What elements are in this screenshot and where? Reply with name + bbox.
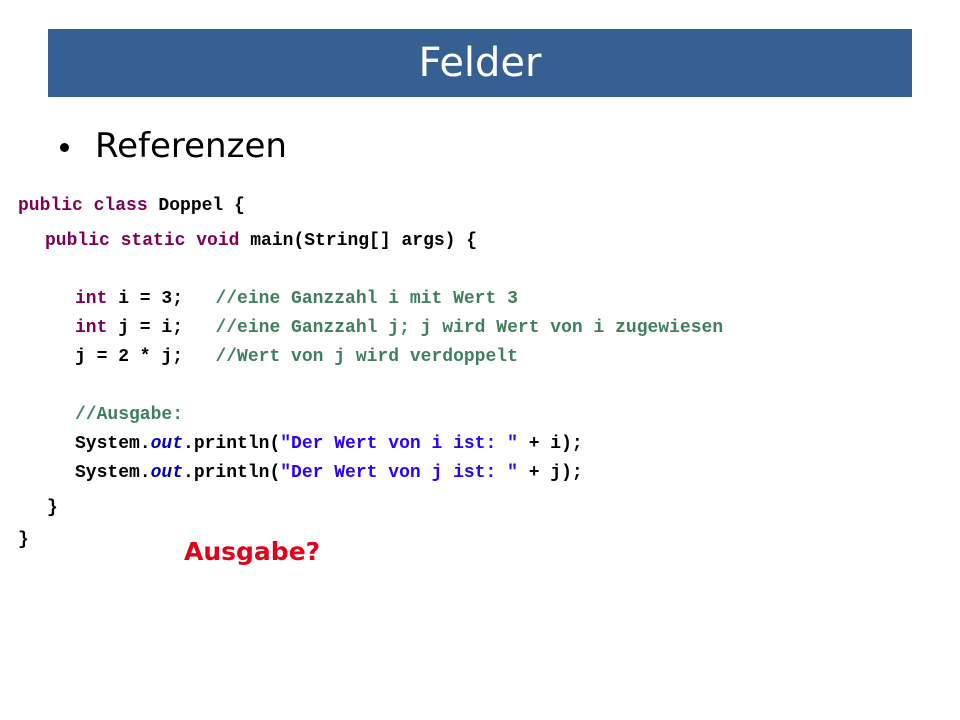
code-line-5: j = 2 * j; //Wert von j wird verdoppelt [75,343,518,372]
code-line-9: } [47,494,58,523]
code-line-6: //Ausgabe: [75,401,183,430]
code-text: System. [75,463,151,483]
code-comment: //eine Ganzzahl j; j wird Wert von i zug… [215,318,724,338]
code-line-2: public static void main(String[] args) { [45,227,477,256]
code-keyword: int [75,289,108,309]
code-brace: } [47,498,58,518]
code-field: out [150,434,184,454]
code-text: main(String[] args) { [239,231,478,251]
code-text: .println( [183,434,281,454]
title-bar: Felder [48,29,912,97]
code-brace: } [18,530,29,550]
code-line-10: } [18,526,29,555]
code-text: .println( [183,463,281,483]
code-line-7: System.out.println("Der Wert von i ist: … [75,430,583,459]
bullet-dot-icon [60,142,69,152]
code-keyword: int [75,318,108,338]
code-text: Doppel { [147,196,245,216]
code-line-4: int j = i; //eine Ganzzahl j; j wird Wer… [75,314,723,343]
code-string: "Der Wert von j ist: " [280,463,518,483]
bullet-text: Referenzen [95,126,287,166]
code-string: "Der Wert von i ist: " [280,434,518,454]
code-text: + i); [517,434,583,454]
code-line-3: int i = 3; //eine Ganzzahl i mit Wert 3 [75,285,518,314]
output-question: Ausgabe? [184,537,321,566]
code-text: j = 2 * j; [75,347,216,367]
code-text: System. [75,434,151,454]
code-text: i = 3; [107,289,216,309]
slide-title: Felder [418,40,542,86]
code-text: j = i; [107,318,216,338]
code-comment: //Wert von j wird verdoppelt [215,347,518,367]
code-keyword: public class [18,196,148,216]
code-keyword: public static void [45,231,240,251]
code-line-1: public class Doppel { [18,192,245,221]
code-field: out [150,463,184,483]
code-text: + j); [517,463,583,483]
code-comment: //Ausgabe: [75,405,184,425]
code-comment: //eine Ganzzahl i mit Wert 3 [215,289,518,309]
bullet-item: Referenzen [60,126,287,166]
code-line-8: System.out.println("Der Wert von j ist: … [75,459,583,488]
